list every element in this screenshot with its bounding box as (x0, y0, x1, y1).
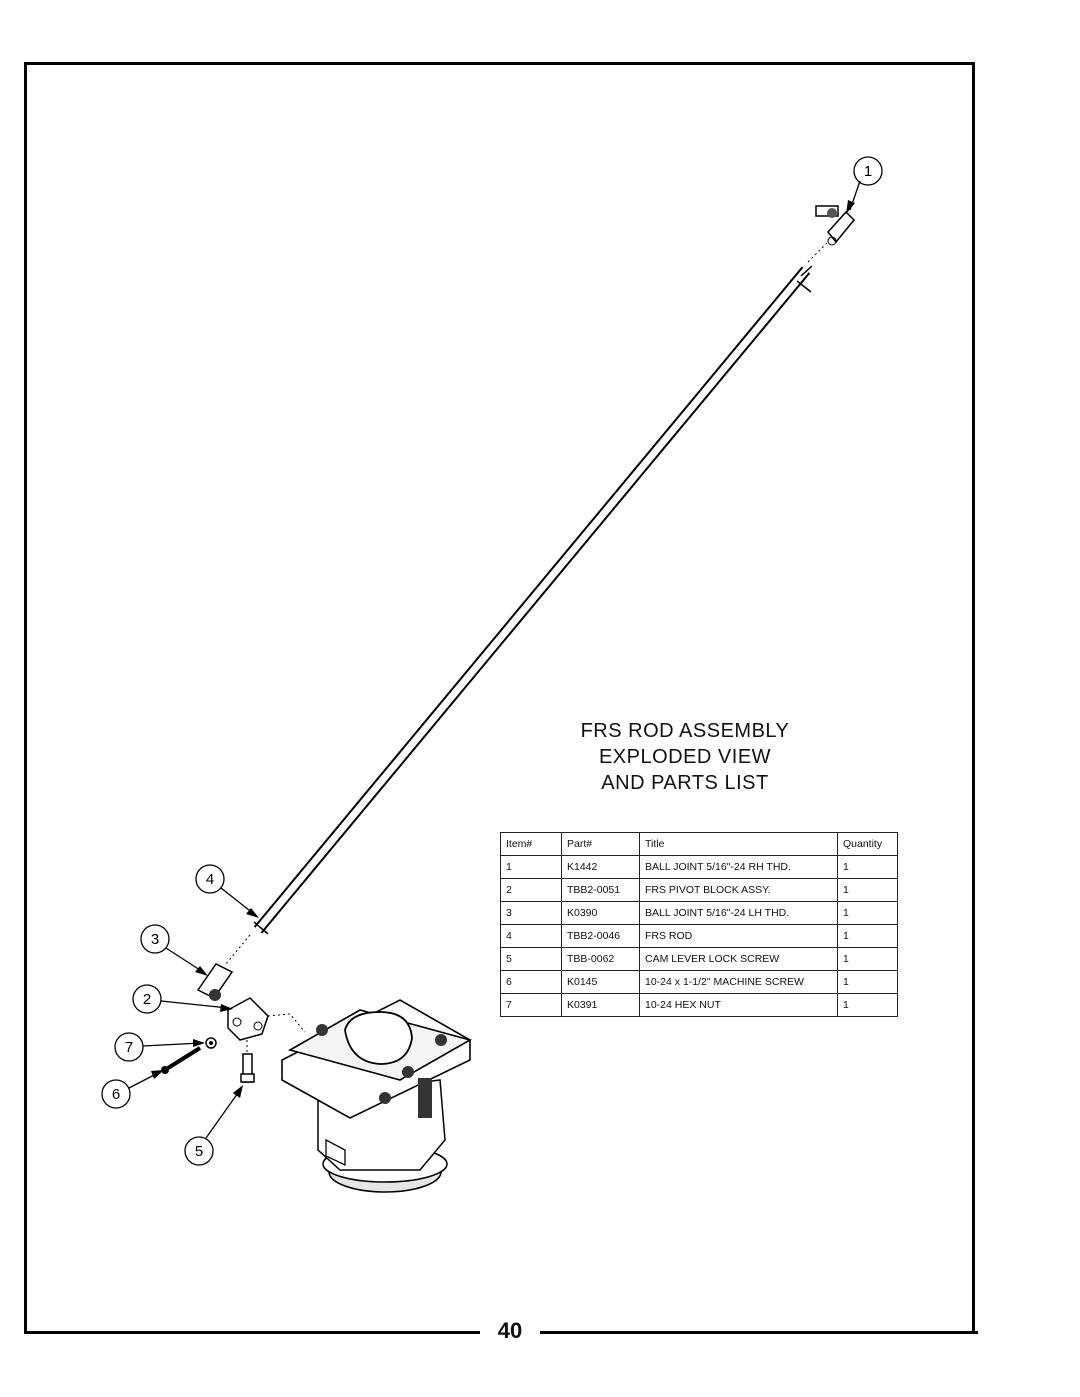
header-item: Item# (500, 832, 562, 856)
svg-text:1: 1 (864, 163, 872, 180)
callout-1: 1 (846, 156, 883, 214)
cell-item: 4 (500, 924, 562, 948)
cell-item: 6 (500, 970, 562, 994)
cell-item: 7 (500, 993, 562, 1017)
header-part: Part# (561, 832, 640, 856)
title-line-3: AND PARTS LIST (601, 772, 769, 794)
frs-pivot-block (227, 997, 306, 1041)
ball-joint-lh (196, 934, 251, 1001)
table-row: 5 TBB-0062 CAM LEVER LOCK SCREW 1 (500, 947, 898, 971)
frs-rod (253, 265, 813, 935)
cell-part: K1442 (561, 855, 640, 879)
cell-part: TBB2-0046 (561, 924, 640, 948)
callout-4: 4 (195, 864, 259, 918)
header-title: Title (639, 832, 838, 856)
callout-2: 2 (132, 984, 233, 1014)
cell-title: 10-24 x 1-1/2" MACHINE SCREW (639, 970, 838, 994)
svg-text:6: 6 (112, 1086, 120, 1103)
cell-title: FRS ROD (639, 924, 838, 948)
page-frame (24, 62, 975, 1331)
cell-title: FRS PIVOT BLOCK ASSY. (639, 878, 838, 902)
cell-part: K0390 (561, 901, 640, 925)
parts-list-table: Item# Part# Title Quantity 1 K1442 BALL … (500, 832, 898, 1017)
cell-part: K0145 (561, 970, 640, 994)
svg-text:2: 2 (143, 991, 151, 1008)
machine-screw (161, 1046, 202, 1074)
title-line-2: EXPLODED VIEW (598, 746, 772, 768)
table-row: 3 K0390 BALL JOINT 5/16"-24 LH THD. 1 (500, 901, 898, 925)
cell-quantity: 1 (837, 878, 898, 902)
callout-7: 7 (114, 1032, 205, 1062)
cam-lever-lock-screw (240, 1040, 255, 1083)
svg-text:3: 3 (151, 931, 159, 948)
drawing-title: FRS ROD ASSEMBLY EXPLODED VIEW AND PARTS… (540, 718, 830, 796)
cell-item: 5 (500, 947, 562, 971)
callout-6: 6 (101, 1070, 164, 1109)
table-row: 1 K1442 BALL JOINT 5/16"-24 RH THD. 1 (500, 855, 898, 879)
cell-quantity: 1 (837, 901, 898, 925)
table-header-row: Item# Part# Title Quantity (500, 832, 898, 856)
cell-quantity: 1 (837, 855, 898, 879)
callout-3: 3 (140, 924, 208, 976)
cell-part: TBB2-0051 (561, 878, 640, 902)
cell-title: CAM LEVER LOCK SCREW (639, 947, 838, 971)
cell-quantity: 1 (837, 993, 898, 1017)
footer-rule-left (24, 1331, 480, 1334)
svg-text:7: 7 (125, 1039, 133, 1056)
ball-joint-rh (807, 205, 856, 263)
table-row: 2 TBB2-0051 FRS PIVOT BLOCK ASSY. 1 (500, 878, 898, 902)
cell-item: 1 (500, 855, 562, 879)
cell-item: 3 (500, 901, 562, 925)
cell-quantity: 1 (837, 924, 898, 948)
svg-text:5: 5 (195, 1143, 203, 1160)
cell-title: 10-24 HEX NUT (639, 993, 838, 1017)
callout-5: 5 (184, 1085, 243, 1166)
footer-rule-right (540, 1331, 978, 1334)
page-number: 40 (497, 1318, 523, 1343)
svg-text:4: 4 (206, 871, 214, 888)
table-row: 4 TBB2-0046 FRS ROD 1 (500, 924, 898, 948)
cell-item: 2 (500, 878, 562, 902)
table-row: 7 K0391 10-24 HEX NUT 1 (500, 993, 898, 1017)
cell-title: BALL JOINT 5/16"-24 LH THD. (639, 901, 838, 925)
cell-title: BALL JOINT 5/16"-24 RH THD. (639, 855, 838, 879)
transmission-housing (281, 999, 473, 1193)
cell-quantity: 1 (837, 970, 898, 994)
hex-nut (205, 1037, 217, 1049)
header-quantity: Quantity (837, 832, 898, 856)
table-row: 6 K0145 10-24 x 1-1/2" MACHINE SCREW 1 (500, 970, 898, 994)
cell-part: K0391 (561, 993, 640, 1017)
cell-quantity: 1 (837, 947, 898, 971)
cell-part: TBB-0062 (561, 947, 640, 971)
title-line-1: FRS ROD ASSEMBLY (580, 720, 790, 742)
